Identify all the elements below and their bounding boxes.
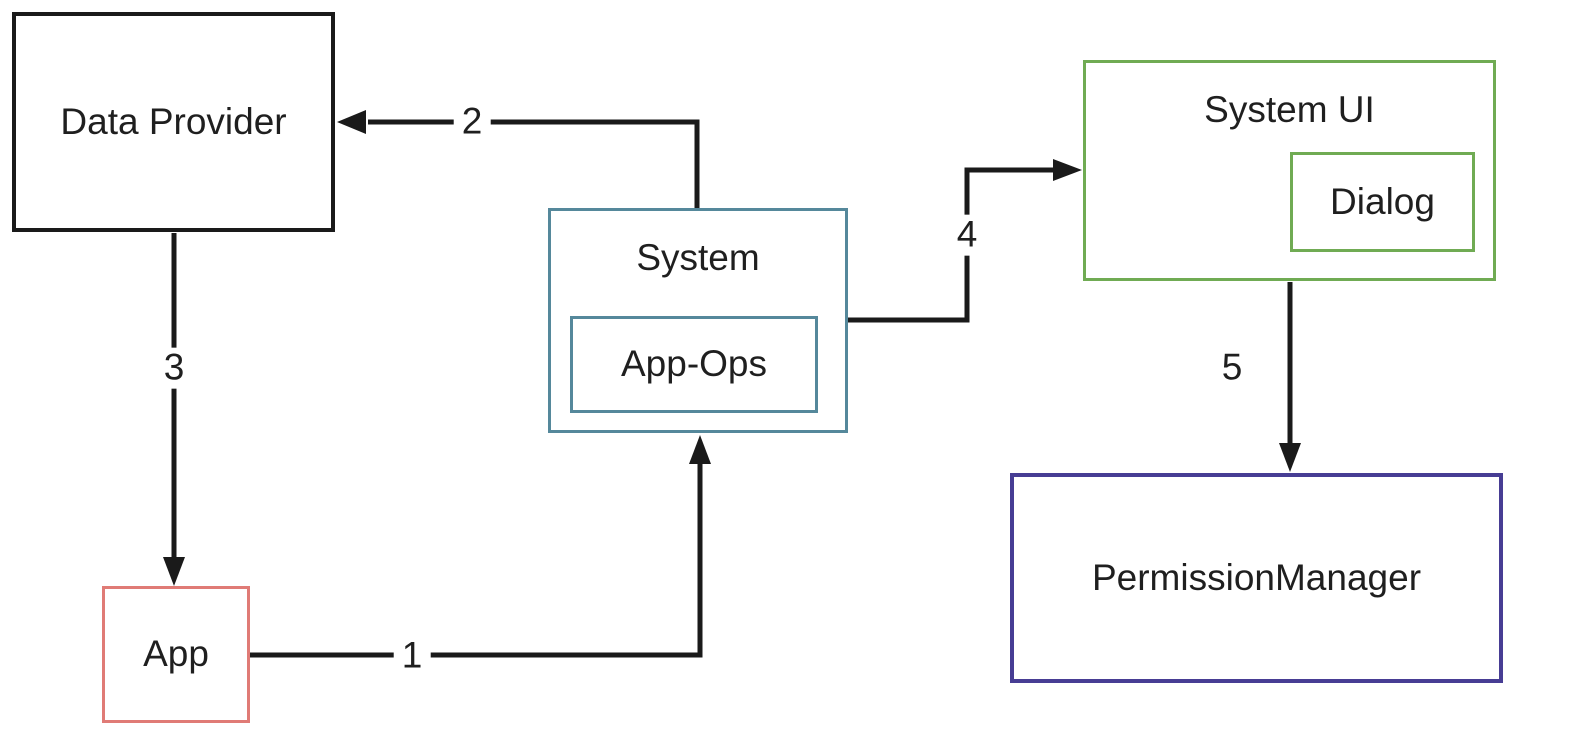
arrow-1-head-up-icon [689, 435, 711, 464]
node-data-provider: Data Provider [12, 12, 335, 232]
node-dialog-label: Dialog [1330, 180, 1435, 222]
arrow-4-head-right-icon [1053, 159, 1082, 181]
node-app-ops: App-Ops [570, 316, 818, 413]
arrow-2-line [368, 119, 700, 209]
edge-label-3: 3 [155, 347, 193, 389]
node-app-label: App [143, 633, 209, 675]
node-data-provider-label: Data Provider [60, 100, 287, 142]
arrow-3-head-down-icon [163, 557, 185, 586]
node-system-ui-label: System UI [1204, 89, 1375, 130]
node-permission-manager: PermissionManager [1010, 473, 1503, 683]
node-permission-manager-label: PermissionManager [1091, 556, 1422, 598]
node-app-ops-label: App-Ops [620, 343, 767, 385]
node-app: App [102, 586, 250, 723]
edge-label-5: 5 [1213, 347, 1251, 389]
node-system-label: System [636, 237, 760, 278]
arrow-5-head-down-icon [1279, 443, 1301, 472]
edge-label-4: 4 [948, 214, 986, 256]
node-dialog: Dialog [1290, 152, 1475, 252]
node-system: System App-Ops [548, 208, 848, 433]
edge-label-2: 2 [453, 101, 491, 143]
edge-label-1: 1 [393, 635, 431, 677]
node-system-ui: System UI Dialog [1083, 60, 1496, 281]
arrow-1-line [250, 455, 703, 658]
arrow-2-head-left-icon [337, 110, 366, 134]
